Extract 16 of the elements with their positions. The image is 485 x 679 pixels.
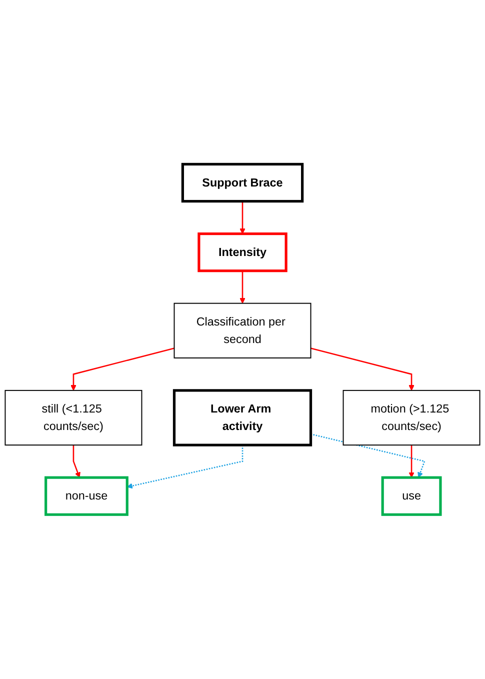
node-box: motion (>1.125 counts/sec) <box>342 390 480 446</box>
arrow <box>72 445 80 478</box>
node-box: Intensity <box>198 232 288 272</box>
arrow <box>240 201 246 234</box>
arrow <box>126 445 244 489</box>
node-box: Support Brace <box>181 163 304 203</box>
arrow <box>310 348 414 391</box>
node-box: still (<1.125 counts/sec) <box>4 390 142 446</box>
arrow <box>240 270 246 304</box>
node-box: Lower Arm activity <box>172 389 312 446</box>
node-box: Classification per second <box>174 302 312 359</box>
node-box: use <box>381 476 442 516</box>
node-box: non-use <box>44 476 128 516</box>
arrow <box>310 434 426 478</box>
arrow <box>70 348 174 391</box>
arrow <box>408 445 414 478</box>
